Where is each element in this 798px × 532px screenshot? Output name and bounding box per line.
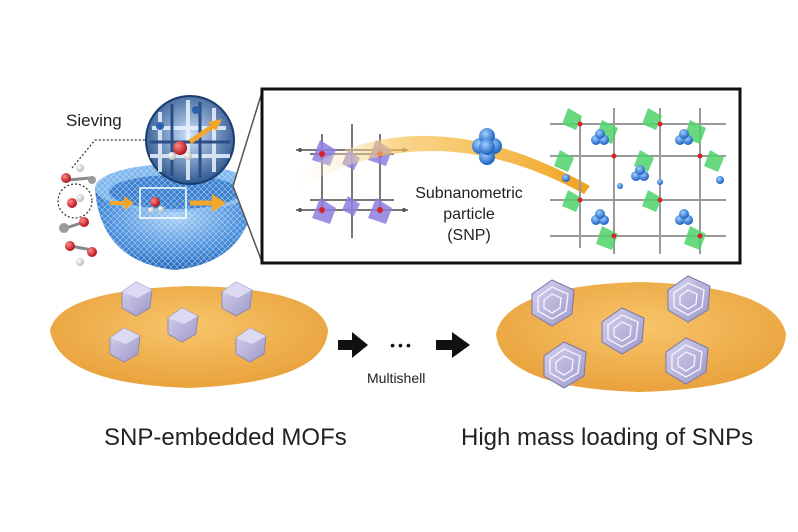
snp-cluster-icon — [472, 128, 502, 165]
sieving-pore-box — [110, 187, 226, 219]
process-arrow-left — [338, 332, 368, 358]
process-arrow-right — [436, 332, 470, 358]
snp-label-line3: (SNP) — [447, 227, 491, 244]
framework-zoom-circle — [145, 95, 235, 185]
right-multishell-crystals — [531, 275, 711, 389]
large-molecule-left — [59, 164, 97, 266]
snp-label: Subnanometric particle (SNP) — [411, 183, 527, 246]
multishell-label: Multishell — [367, 370, 426, 386]
sieving-leader-lines — [57, 139, 150, 219]
right-caption: High mass loading of SNPs — [461, 424, 754, 451]
left-caption: SNP-embedded MOFs — [104, 424, 347, 451]
left-mof-crystals — [109, 281, 267, 363]
sieving-label: Sieving — [66, 111, 122, 130]
ellipsis-dots: ••• — [390, 337, 414, 353]
snp-label-line2: particle — [443, 206, 495, 223]
framework-lattice — [550, 108, 726, 254]
snp-label-line1: Subnanometric — [415, 185, 523, 202]
encapsulation-arrow — [290, 135, 590, 194]
